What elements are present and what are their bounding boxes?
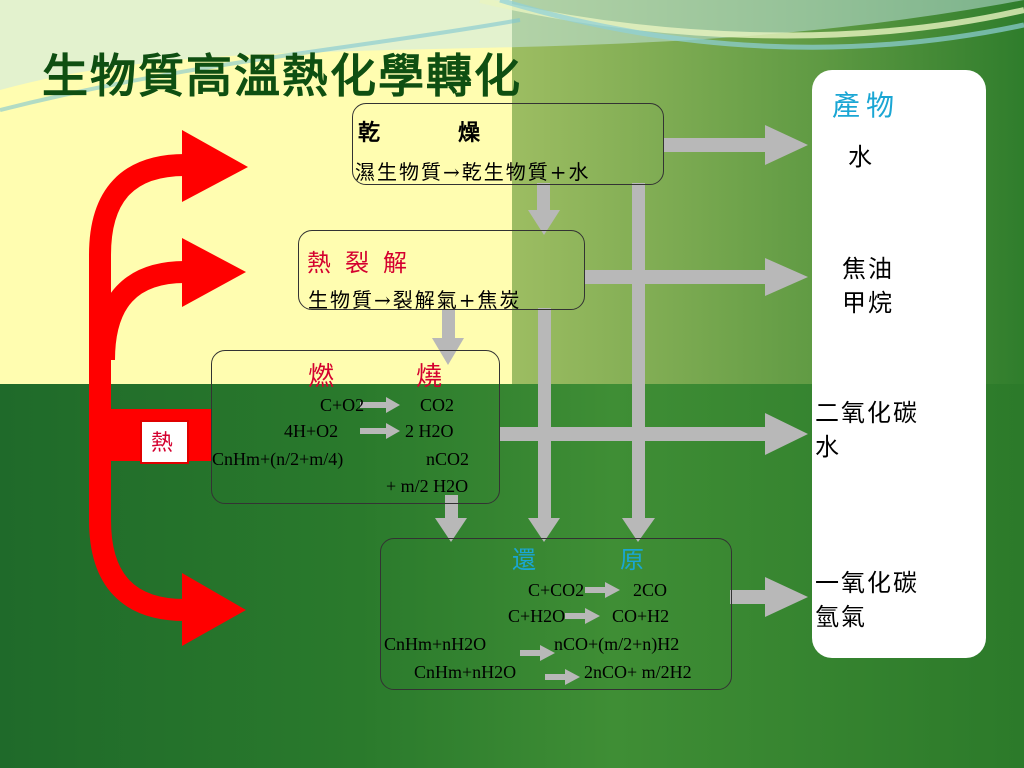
reduction-reaction-4-left: CnHm+nH2O	[414, 662, 517, 682]
combustion-reaction-2-right: 2 H2O	[405, 421, 454, 441]
arrow-drying-to-pyrolysis	[528, 183, 560, 235]
arrow-combustion-to-reduction	[435, 495, 467, 542]
arrow-pyrolysis-to-combustion	[432, 310, 464, 365]
product-item-line: 二氧化碳	[815, 399, 919, 427]
combustion-heading: 燃 燒	[308, 362, 471, 392]
pyrolysis-heading: 熱裂解	[307, 249, 421, 277]
combustion-reaction-1-left: C+O2	[320, 395, 365, 415]
combustion-reaction-3-left: CnHm+(n/2+m/4)	[212, 449, 344, 469]
combustion-reaction-1-right: CO2	[420, 395, 455, 415]
product-item-line: 焦油	[842, 255, 894, 283]
drying-heading: 乾 燥	[358, 120, 509, 146]
heat-arrow-middle	[93, 261, 186, 361]
pyrolysis-equation: 生物質→裂解氣+焦炭	[308, 288, 522, 312]
arrow-drying-to-reduction	[622, 183, 655, 542]
combustion-stage-box	[211, 350, 500, 504]
heat-arrow-bottom	[89, 430, 186, 621]
heat-label-box	[140, 420, 189, 464]
product-item: 焦油 甲烷	[842, 252, 894, 320]
product-item-line: 氫氣	[815, 603, 867, 631]
product-item-line: 一氧化碳	[815, 569, 919, 597]
reduction-reaction-1-right: 2CO	[633, 580, 668, 600]
combustion-reaction-3-right: nCO2	[426, 449, 470, 469]
pyrolysis-stage-box	[298, 230, 585, 310]
arrow-drying-to-product	[663, 125, 808, 165]
combustion-reaction-4-right: + m/2 H2O	[386, 476, 469, 496]
arrow-pyrolysis-to-reduction	[528, 308, 560, 542]
reduction-reaction-2-right: CO+H2	[612, 606, 670, 626]
product-item: 二氧化碳 水	[815, 396, 919, 464]
reduction-stage-box	[380, 538, 732, 690]
arrow-pyrolysis-to-product	[585, 258, 808, 296]
product-item: 一氧化碳 氫氣	[815, 566, 919, 634]
combustion-reaction-2-left: 4H+O2	[284, 421, 339, 441]
drying-equation: 濕生物質→乾生物質+水	[355, 160, 591, 184]
reduction-reaction-4-right: 2nCO+ m/2H2	[584, 662, 692, 682]
page-title: 生物質高溫熱化學轉化	[42, 49, 522, 103]
product-item-line: 水	[815, 433, 841, 461]
product-item: 水	[848, 140, 874, 174]
arrow-reduction-to-product	[730, 577, 808, 617]
reduction-reaction-3-left: CnHm+nH2O	[384, 634, 487, 654]
drying-stage-box	[352, 103, 664, 185]
reduction-reaction-1-left: C+CO2	[528, 580, 585, 600]
reduction-reaction-3-right: nCO+(m/2+n)H2	[554, 634, 680, 654]
product-item-line: 水	[848, 143, 874, 171]
heat-arrow-top	[89, 154, 186, 440]
products-panel	[812, 70, 986, 658]
reduction-heading: 還 原	[512, 546, 674, 574]
product-item-line: 甲烷	[842, 289, 894, 317]
heat-label: 熱	[151, 431, 174, 456]
reduction-reaction-2-left: C+H2O	[508, 606, 566, 626]
products-title: 產物	[832, 89, 901, 122]
